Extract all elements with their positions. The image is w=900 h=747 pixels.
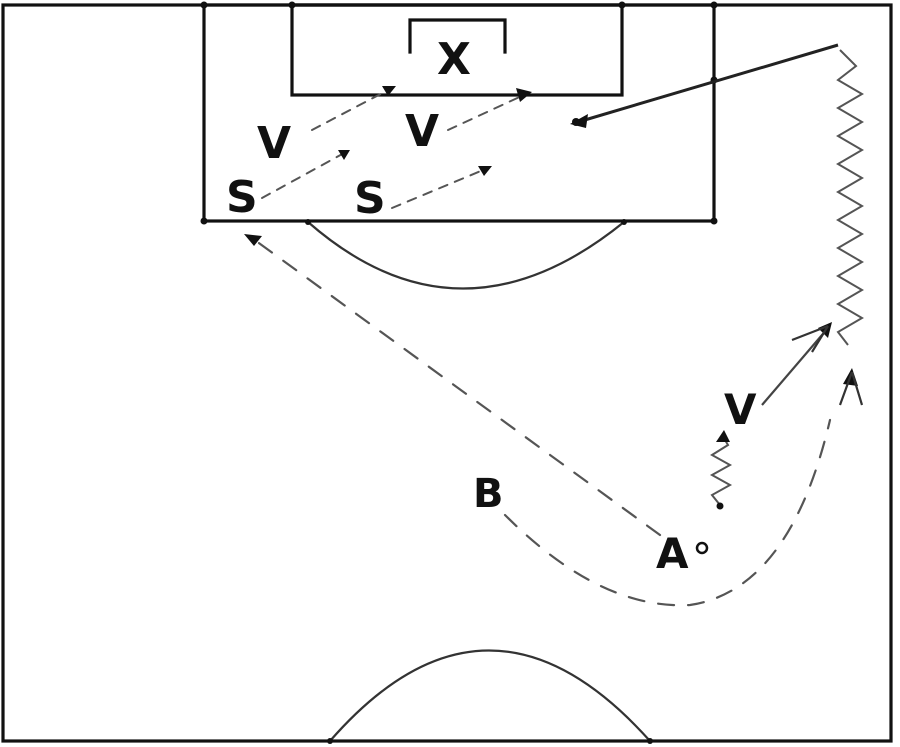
- pass-a-to-left: [250, 236, 662, 537]
- corner-dot: [327, 738, 333, 744]
- center-circle-arc: [329, 649, 651, 742]
- cross-shot: [577, 43, 839, 124]
- player-s-left-label: S: [226, 172, 258, 223]
- player-labels: X V V S S B A V: [223, 31, 760, 581]
- player-s-center-label: S: [354, 173, 386, 224]
- ball-icon: [695, 541, 709, 555]
- goalkeeper-label: X: [437, 34, 471, 85]
- run-s-center: [391, 167, 489, 209]
- arrow-tail-lines: [838, 371, 864, 406]
- ball-target-dot: [572, 118, 580, 126]
- corner-dot: [710, 217, 718, 225]
- arrow-head: [478, 166, 492, 176]
- dribble-flank: [836, 49, 864, 346]
- run-b-curve: [503, 418, 832, 607]
- player-v-left-label: V: [257, 118, 291, 169]
- corner-dot: [288, 1, 296, 9]
- arrow-tail-lines: [791, 324, 829, 353]
- arrow-head: [382, 86, 396, 96]
- half-pitch-boundary: [1, 3, 893, 743]
- corner-dot: [200, 217, 208, 225]
- player-v-wing-label: V: [724, 385, 757, 434]
- player-b-label: B: [473, 471, 504, 517]
- corner-dot: [710, 1, 718, 9]
- arrow-head: [516, 88, 532, 102]
- goal-frame: [408, 18, 507, 54]
- run-v-left: [311, 87, 393, 131]
- corner-dot: [305, 219, 311, 225]
- corner-dot: [621, 219, 627, 225]
- run-v-wing: [761, 327, 829, 406]
- movements: [244, 43, 864, 607]
- corner-dot: [647, 738, 653, 744]
- penalty-arc: [307, 221, 625, 290]
- player-a-label: A: [656, 529, 689, 578]
- run-v-center: [447, 93, 527, 131]
- player-v-center-label: V: [405, 106, 439, 157]
- ball-dot: [716, 502, 724, 510]
- arrow-head: [244, 234, 262, 246]
- goal-area: [290, 3, 624, 97]
- arrow-head: [716, 430, 730, 442]
- arrow-head: [338, 150, 350, 160]
- corner-dot: [200, 1, 208, 9]
- corner-dot: [618, 1, 626, 9]
- dribble-a: [709, 434, 733, 506]
